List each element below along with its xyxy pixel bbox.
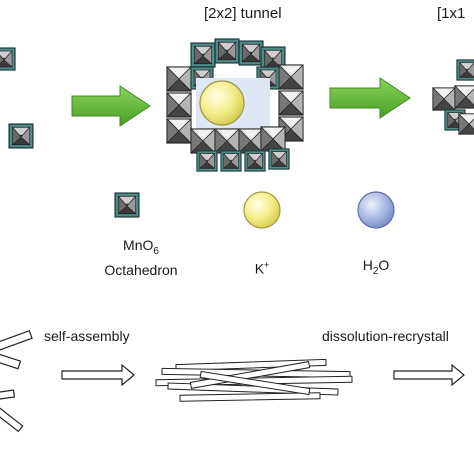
tunnel-1x1-title: [1x1 [437, 5, 466, 22]
octahedron-legend-label: MnO6 Octahedron [86, 236, 196, 279]
octahedron-formula: MnO [123, 237, 154, 253]
octahedron-name: Octahedron [104, 261, 178, 278]
water-h: H [362, 257, 373, 273]
k-ion-legend-icon [243, 191, 281, 229]
dissolution-recrystallization-label: dissolution-recrystall [322, 328, 449, 344]
water-legend-icon [357, 191, 395, 229]
self-assembly-arrow [61, 363, 135, 387]
scattered-octahedra [0, 47, 34, 149]
tunnel-1x1-structure [432, 59, 474, 135]
k-ion-in-tunnel [199, 80, 245, 126]
octahedron-subscript: 6 [153, 245, 159, 257]
octahedron-legend-icon [114, 192, 140, 218]
self-assembly-label: self-assembly [44, 328, 130, 344]
tunnel-2x2-title: [2x2] tunnel [204, 5, 282, 22]
initial-rods [0, 329, 33, 433]
recrystallization-arrow [393, 363, 465, 387]
water-legend-label: H2O [354, 256, 398, 281]
tunnel-2x2-structure [166, 38, 304, 172]
octahedron-1 [0, 47, 16, 71]
k-charge: + [264, 260, 270, 270]
octahedron-2 [8, 123, 34, 149]
k-symbol: K [254, 260, 265, 277]
k-ion-legend-label: K+ [240, 256, 284, 278]
water-o: O [378, 257, 390, 273]
water-sub: 2 [372, 265, 379, 277]
green-arrow-2 [329, 77, 411, 119]
green-arrow-1 [71, 85, 151, 127]
assembled-rod-bundle [155, 358, 353, 402]
